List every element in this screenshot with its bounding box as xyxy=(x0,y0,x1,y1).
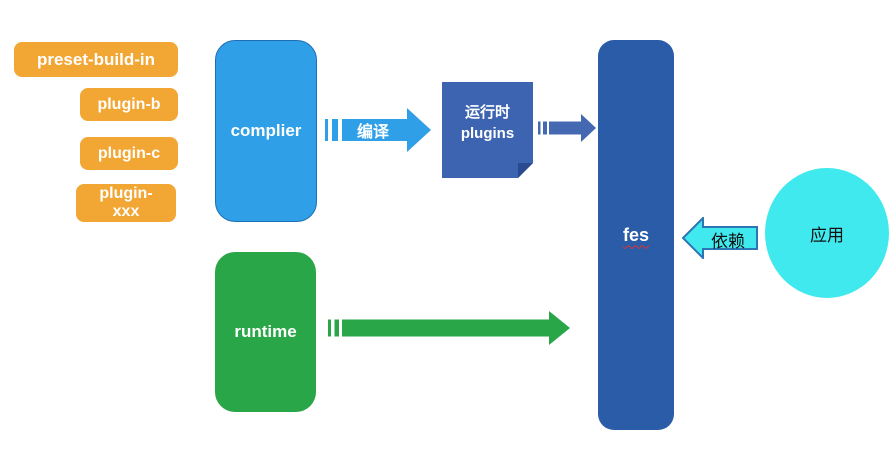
depend-arrow xyxy=(682,217,758,259)
plugin-chip-xxx: plugin-xxx xyxy=(76,184,176,222)
plugin-chip-b: plugin-b xyxy=(80,88,178,121)
runtime-node: runtime xyxy=(215,252,316,412)
runtime-node-label: runtime xyxy=(234,322,297,341)
striped-right-arrow-icon xyxy=(328,311,570,345)
runtime-plugins-note: 运行时 plugins xyxy=(442,82,533,178)
compile-arrow xyxy=(325,108,431,152)
striped-right-arrow-icon xyxy=(538,114,596,142)
plugin-chip-label: plugin-xxx xyxy=(99,185,153,220)
fes-node: fes xyxy=(598,40,674,430)
plugin-chip-label: preset-build-in xyxy=(36,49,156,69)
runtime-to-fes-arrow xyxy=(328,311,570,345)
runtime-plugins-note-label-line2: plugins xyxy=(460,125,515,142)
plugin-chip-c: plugin-c xyxy=(80,137,178,170)
complier-node: complier xyxy=(215,40,317,222)
fes-node-label: fes xyxy=(622,224,649,245)
runtime-plugins-note-label: 运行时 plugins xyxy=(442,82,533,164)
striped-right-arrow-icon xyxy=(325,108,431,152)
plugin-chip-preset-build-in: preset-build-in xyxy=(14,42,178,77)
plugins-to-fes-arrow xyxy=(538,114,596,142)
plugin-chip-label: plugin-c xyxy=(97,144,161,162)
folded-corner-note-icon xyxy=(442,82,533,178)
left-arrow-icon xyxy=(682,217,758,259)
app-ellipse-label: 应用 xyxy=(810,225,844,245)
app-ellipse: 应用 xyxy=(765,168,889,298)
complier-node-label: complier xyxy=(230,121,302,140)
plugin-chip-label: plugin-b xyxy=(97,95,161,113)
runtime-plugins-note-label-line1: 运行时 xyxy=(464,104,510,121)
